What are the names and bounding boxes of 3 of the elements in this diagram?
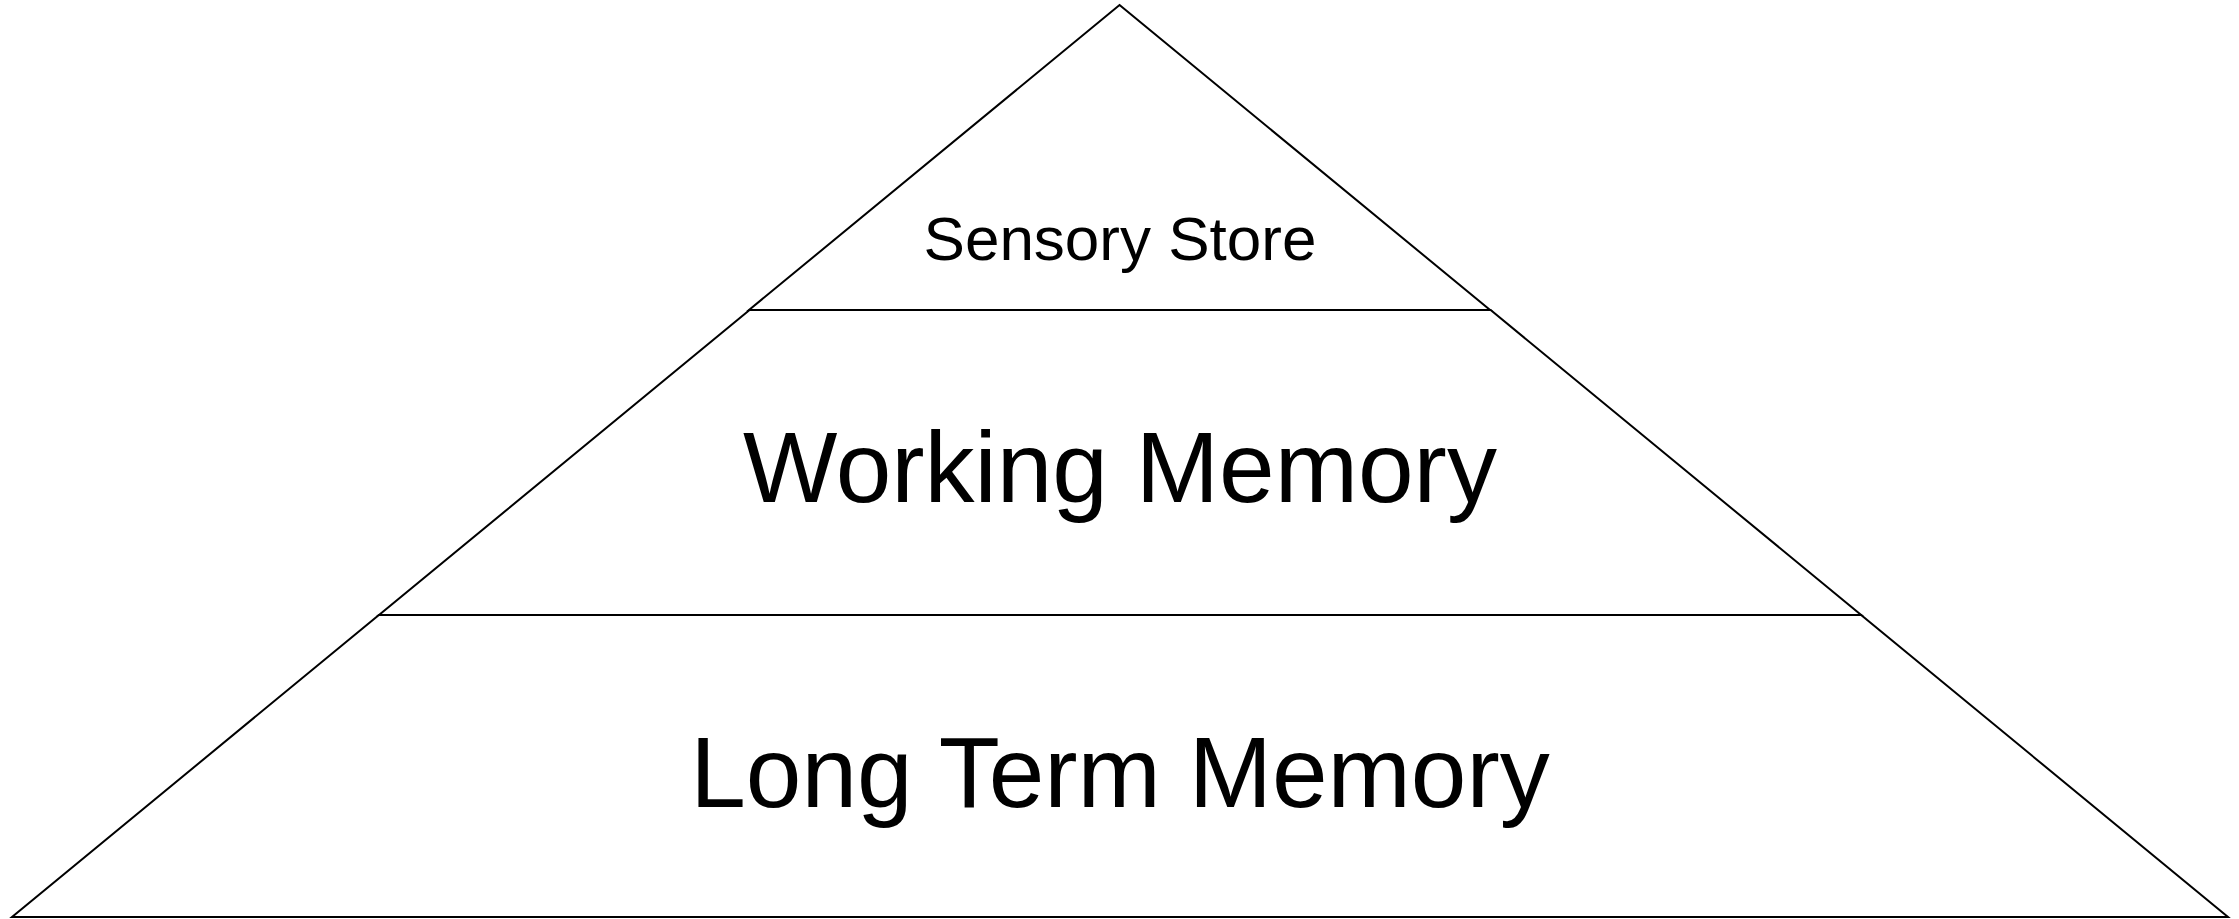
layer-label: Long Term Memory — [690, 715, 1550, 830]
layer-label: Sensory Store — [923, 202, 1317, 274]
layer-label: Working Memory — [743, 410, 1497, 525]
